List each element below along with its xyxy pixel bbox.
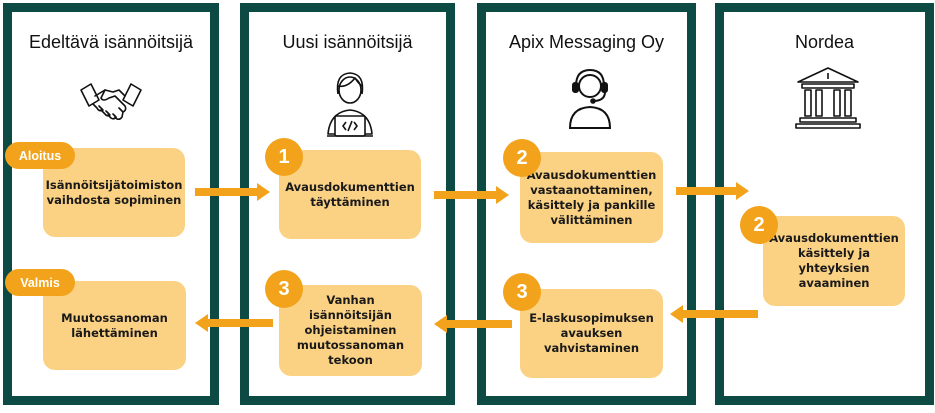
bank-icon	[795, 67, 861, 129]
step-text: E-laskusopimuksen avauksen vahvistaminen	[529, 311, 654, 355]
step-send-change-message: Muutossanoman lähettäminen	[43, 281, 186, 370]
handshake-icon	[80, 83, 142, 121]
arrow-left-icon	[434, 315, 512, 333]
done-label: Valmis	[5, 269, 75, 296]
support-headset-icon	[568, 68, 612, 129]
arrow-left-icon	[670, 305, 758, 323]
step-bank-process: Avausdokumenttien käsittely ja yhteyksie…	[763, 216, 905, 306]
step-fill-documents: Avausdokumenttien täyttäminen	[279, 150, 421, 239]
step-number-badge: 1	[265, 138, 303, 176]
step-instruct-previous: Vanhan isännöitsijän ohjeistaminen muuto…	[279, 285, 422, 376]
arrow-right-icon	[676, 182, 749, 200]
lane-title: Apix Messaging Oy	[508, 32, 665, 52]
arrow-right-icon	[434, 186, 509, 204]
lane-nordea: Nordea	[715, 3, 934, 405]
step-number-badge: 2	[503, 139, 541, 177]
step-confirm-einvoice: E-laskusopimuksen avauksen vahvistaminen	[520, 289, 663, 378]
step-text: Avausdokumenttien käsittely ja yhteyksie…	[769, 231, 899, 290]
step-text: Isännöitsijätoimiston vaihdosta sopimine…	[45, 177, 183, 207]
lane-title: Nordea	[794, 32, 855, 52]
step-text: Avausdokumenttien täyttäminen	[285, 179, 415, 209]
arrow-left-icon	[195, 314, 273, 332]
step-text: Muutossanoman lähettäminen	[61, 310, 168, 340]
step-receive-documents: Avausdokumenttien vastaanottaminen, käsi…	[520, 152, 663, 243]
step-number-badge: 2	[740, 206, 778, 244]
step-number-badge: 3	[503, 273, 541, 311]
arrow-right-icon	[195, 183, 270, 201]
step-text: Avausdokumenttien vastaanottaminen, käsi…	[526, 167, 657, 227]
developer-icon	[327, 72, 373, 137]
step-number-badge: 3	[265, 270, 303, 308]
start-label: Aloitus	[5, 142, 75, 169]
lane-title: Uusi isännöitsijä	[282, 32, 413, 52]
step-text: Vanhan isännöitsijän ohjeistaminen muuto…	[296, 293, 405, 367]
lane-title: Edeltävä isännöitsijä	[28, 32, 194, 52]
